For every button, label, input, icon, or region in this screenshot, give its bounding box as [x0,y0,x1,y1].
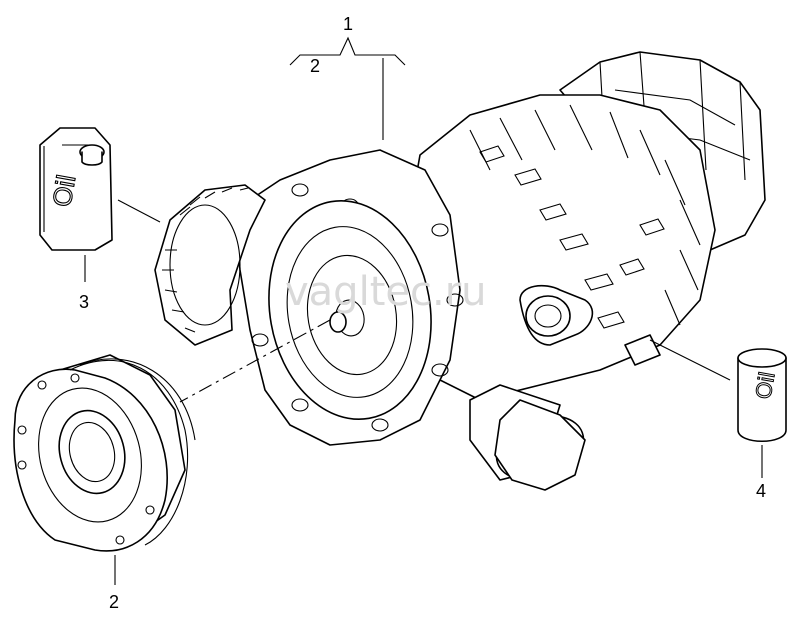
leader-lines [84,36,763,585]
watermark: vagltec.ru [285,269,486,315]
callout-3: 3 [79,292,89,312]
callout-1: 1 [343,14,353,34]
oil-can-label: Oil [46,173,81,210]
oil-cylinder-label: Oil [750,370,779,401]
callout-2-bottom: 2 [109,592,119,612]
callout-4: 4 [756,481,766,501]
oil-can-part: Oil [39,127,113,251]
oil-cylinder-part: Oil [737,348,787,442]
flange-part [13,354,196,552]
callout-2-top: 2 [310,56,320,76]
transfer-case [154,51,766,491]
